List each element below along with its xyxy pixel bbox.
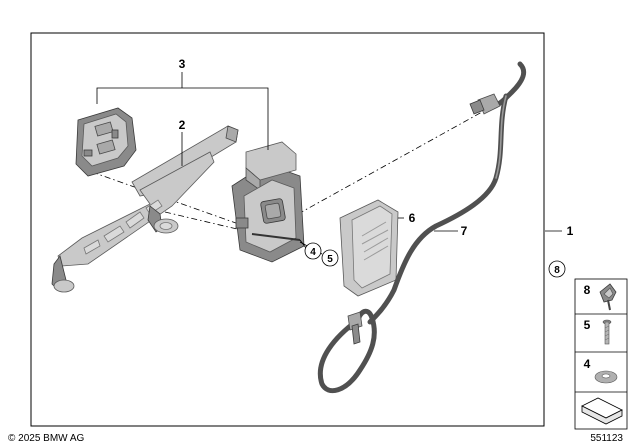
svg-text:4: 4 (310, 247, 316, 258)
washer-icon (594, 370, 618, 384)
copyright-text: © 2025 BMW AG (8, 433, 85, 444)
svg-text:5: 5 (327, 254, 333, 265)
legend-number-5: 5 (584, 318, 591, 332)
callout-7: 7 (461, 224, 468, 238)
callout-2: 2 (179, 118, 186, 132)
legend-number-4: 4 (584, 357, 591, 371)
phone-holder (231, 141, 305, 263)
hardware-legend: 8 5 4 (574, 278, 628, 430)
legend-number-8: 8 (584, 283, 591, 297)
rubber-pad (339, 199, 399, 297)
connection-cable (317, 61, 527, 394)
circled-ref-5: 5 (321, 249, 339, 267)
diagram-number: 551123 (590, 433, 623, 444)
circled-ref-4: 4 (304, 242, 322, 260)
clip-screw-icon (599, 283, 617, 311)
callout-6: 6 (409, 211, 416, 225)
screw-icon (602, 319, 612, 345)
callout-3: 3 (179, 57, 186, 71)
circled-ref-8: 8 (548, 260, 566, 278)
bracket-profile-icon (581, 397, 623, 425)
holder-block-left (75, 107, 137, 177)
mounting-bracket (51, 125, 239, 293)
diagram-frame (30, 32, 545, 427)
callout-1: 1 (567, 224, 574, 238)
svg-text:8: 8 (554, 265, 560, 276)
